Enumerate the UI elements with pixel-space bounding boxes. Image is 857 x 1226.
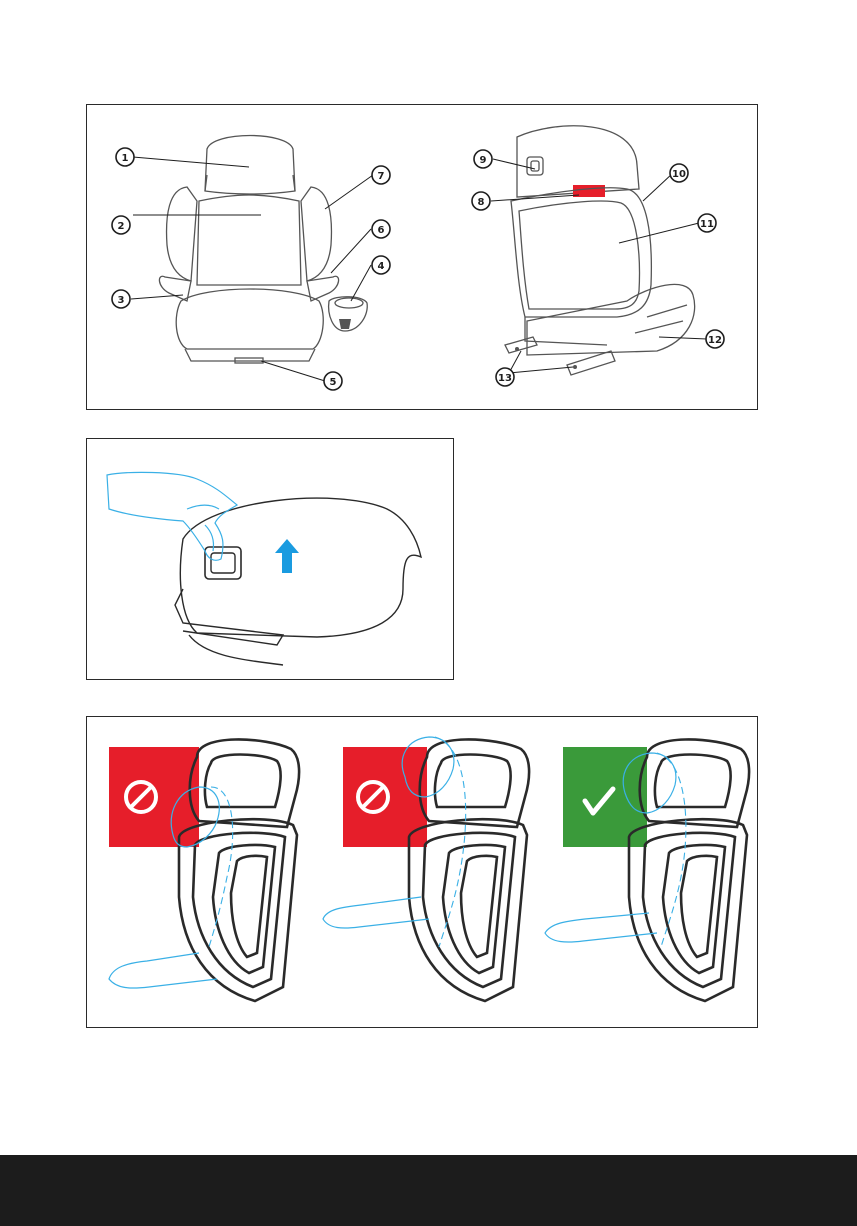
svg-text:2: 2 <box>118 221 125 232</box>
svg-text:13: 13 <box>498 373 512 384</box>
fit-item-1 <box>109 739 299 1001</box>
headrest-adjust-panel <box>86 438 454 680</box>
callout-9: 9 <box>474 150 492 168</box>
svg-text:5: 5 <box>330 377 337 388</box>
svg-text:12: 12 <box>708 335 722 346</box>
callout-1: 1 <box>116 148 134 166</box>
callout-10: 10 <box>670 164 688 182</box>
parts-diagram-panel: 1 2 7 6 4 3 5 9 <box>86 104 758 410</box>
front-seat-illustration <box>159 136 367 364</box>
svg-text:8: 8 <box>478 197 485 208</box>
fit-item-2 <box>323 737 529 1001</box>
fit-item-3 <box>545 739 749 1001</box>
arrow-up-icon <box>275 539 299 573</box>
svg-text:1: 1 <box>122 153 129 164</box>
svg-text:3: 3 <box>118 295 125 306</box>
callout-13: 13 <box>496 368 514 386</box>
headrest-button <box>527 157 543 175</box>
callout-12: 12 <box>706 330 724 348</box>
callout-7: 7 <box>372 166 390 184</box>
callout-8: 8 <box>472 192 490 210</box>
footer-bar <box>0 1155 857 1226</box>
headrest-adjust-illustration <box>87 439 455 681</box>
cup-holder-grip <box>339 319 351 329</box>
headrest-fit-illustration <box>87 717 759 1029</box>
svg-text:9: 9 <box>480 155 487 166</box>
svg-text:10: 10 <box>672 169 686 180</box>
svg-text:11: 11 <box>700 219 714 230</box>
callout-5: 5 <box>324 372 342 390</box>
callout-2: 2 <box>112 216 130 234</box>
callout-6: 6 <box>372 220 390 238</box>
svg-text:4: 4 <box>378 261 385 272</box>
svg-text:7: 7 <box>378 171 385 182</box>
callout-4: 4 <box>372 256 390 274</box>
parts-diagram: 1 2 7 6 4 3 5 9 <box>87 105 759 411</box>
callout-3: 3 <box>112 290 130 308</box>
callout-11: 11 <box>698 214 716 232</box>
headrest-fit-panel <box>86 716 758 1028</box>
svg-text:6: 6 <box>378 225 385 236</box>
